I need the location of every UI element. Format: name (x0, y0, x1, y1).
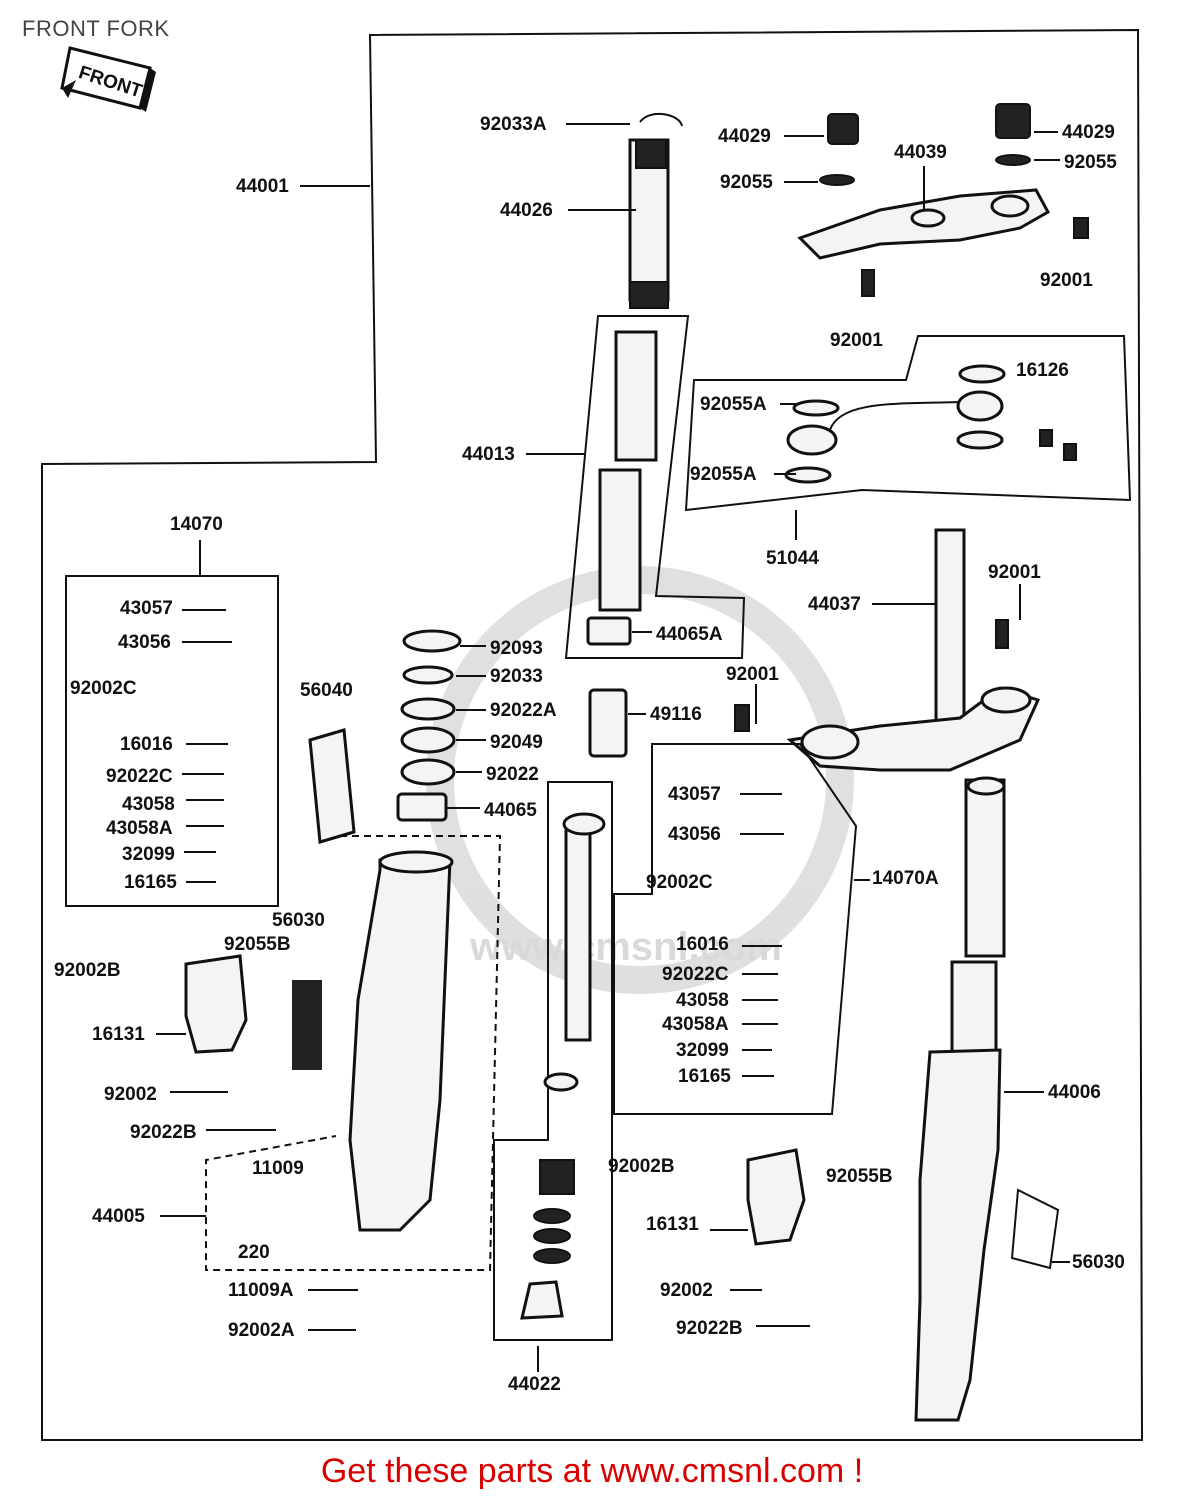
label-16131a: 16131 (92, 1024, 145, 1045)
label-44065: 44065 (484, 800, 537, 821)
label-11009: 11009 (252, 1158, 304, 1179)
label-92055B-b: 92055B (826, 1166, 893, 1187)
label-43058A: 43058A (106, 818, 173, 839)
label-44026: 44026 (500, 200, 553, 221)
page-title: FRONT FORK (22, 16, 170, 41)
label-92033A: 92033A (480, 114, 547, 135)
label-92022B-a: 92022B (130, 1122, 197, 1143)
label-92002C: 92002C (70, 678, 137, 699)
label-32099b: 32099 (676, 1040, 729, 1061)
assembly-outline-44001 (41, 28, 1144, 1441)
label-43058b: 43058 (676, 990, 729, 1011)
label-92055b: 92055 (720, 172, 773, 193)
label-44006: 44006 (1048, 1082, 1101, 1103)
label-92055A-b: 92055A (690, 464, 757, 485)
label-16165b: 16165 (678, 1066, 731, 1087)
label-43058: 43058 (122, 794, 175, 815)
box-51044 (684, 335, 1132, 512)
label-16126: 16126 (1016, 360, 1069, 381)
label-32099: 32099 (122, 844, 175, 865)
label-92022C: 92022C (106, 766, 173, 787)
label-11009A: 11009A (228, 1280, 294, 1301)
label-43058A-b: 43058A (662, 1014, 729, 1035)
label-92001c: 92001 (988, 562, 1041, 583)
label-92022: 92022 (486, 764, 539, 785)
label-14070A: 14070A (872, 868, 939, 889)
label-14070: 14070 (170, 514, 223, 535)
part-labels: 92033A 44029 44029 44039 92055 92055 440… (54, 114, 1125, 1395)
label-49116: 49116 (650, 704, 702, 725)
footer-link[interactable]: Get these parts at www.cmsnl.com ! (320, 1452, 864, 1490)
label-92001b: 92001 (830, 330, 883, 351)
label-92001d: 92001 (726, 664, 779, 685)
label-51044: 51044 (766, 548, 819, 569)
label-44001: 44001 (236, 176, 289, 197)
label-43056b: 43056 (668, 824, 721, 845)
label-44029a: 44029 (718, 126, 771, 147)
label-92022B-b: 92022B (676, 1318, 743, 1339)
box-14070 (65, 575, 279, 907)
label-16131b: 16131 (646, 1214, 699, 1235)
label-92022A: 92022A (490, 700, 557, 721)
label-43057: 43057 (120, 598, 173, 619)
label-92001a: 92001 (1040, 270, 1093, 291)
label-92093: 92093 (490, 638, 543, 659)
box-44013 (564, 315, 746, 659)
label-92002C-b: 92002C (646, 872, 713, 893)
label-16016: 16016 (120, 734, 173, 755)
label-43057b: 43057 (668, 784, 721, 805)
label-92002a: 92002 (104, 1084, 157, 1105)
front-direction-badge: FRONT (60, 46, 156, 112)
label-92002A: 92002A (228, 1320, 295, 1341)
label-92022C-b: 92022C (662, 964, 729, 985)
label-16016b: 16016 (676, 934, 729, 955)
label-44013: 44013 (462, 444, 515, 465)
leader-lines (156, 123, 1070, 1372)
label-44039: 44039 (894, 142, 947, 163)
label-44029b: 44029 (1062, 122, 1115, 143)
box-44022 (493, 781, 613, 1341)
label-43056: 43056 (118, 632, 171, 653)
label-92002b: 92002 (660, 1280, 713, 1301)
label-92055a: 92055 (1064, 152, 1117, 173)
label-92055B-a: 92055B (224, 934, 291, 955)
label-56030a: 56030 (272, 910, 325, 931)
label-92002B-a: 92002B (54, 960, 121, 981)
label-56040: 56040 (300, 680, 353, 701)
watermark-text: www.cmsnl.com (469, 925, 782, 969)
label-220: 220 (238, 1242, 270, 1263)
label-92033: 92033 (490, 666, 543, 687)
label-44037: 44037 (808, 594, 861, 615)
label-92002B-b: 92002B (608, 1156, 675, 1177)
box-14070A (613, 743, 858, 1115)
label-92055A-a: 92055A (700, 394, 767, 415)
box-44005 (205, 835, 502, 1271)
label-16165: 16165 (124, 872, 177, 893)
label-44005: 44005 (92, 1206, 145, 1227)
label-44022: 44022 (508, 1374, 561, 1395)
label-92049: 92049 (490, 732, 543, 753)
label-44065A: 44065A (656, 624, 723, 645)
label-56030b: 56030 (1072, 1252, 1125, 1273)
